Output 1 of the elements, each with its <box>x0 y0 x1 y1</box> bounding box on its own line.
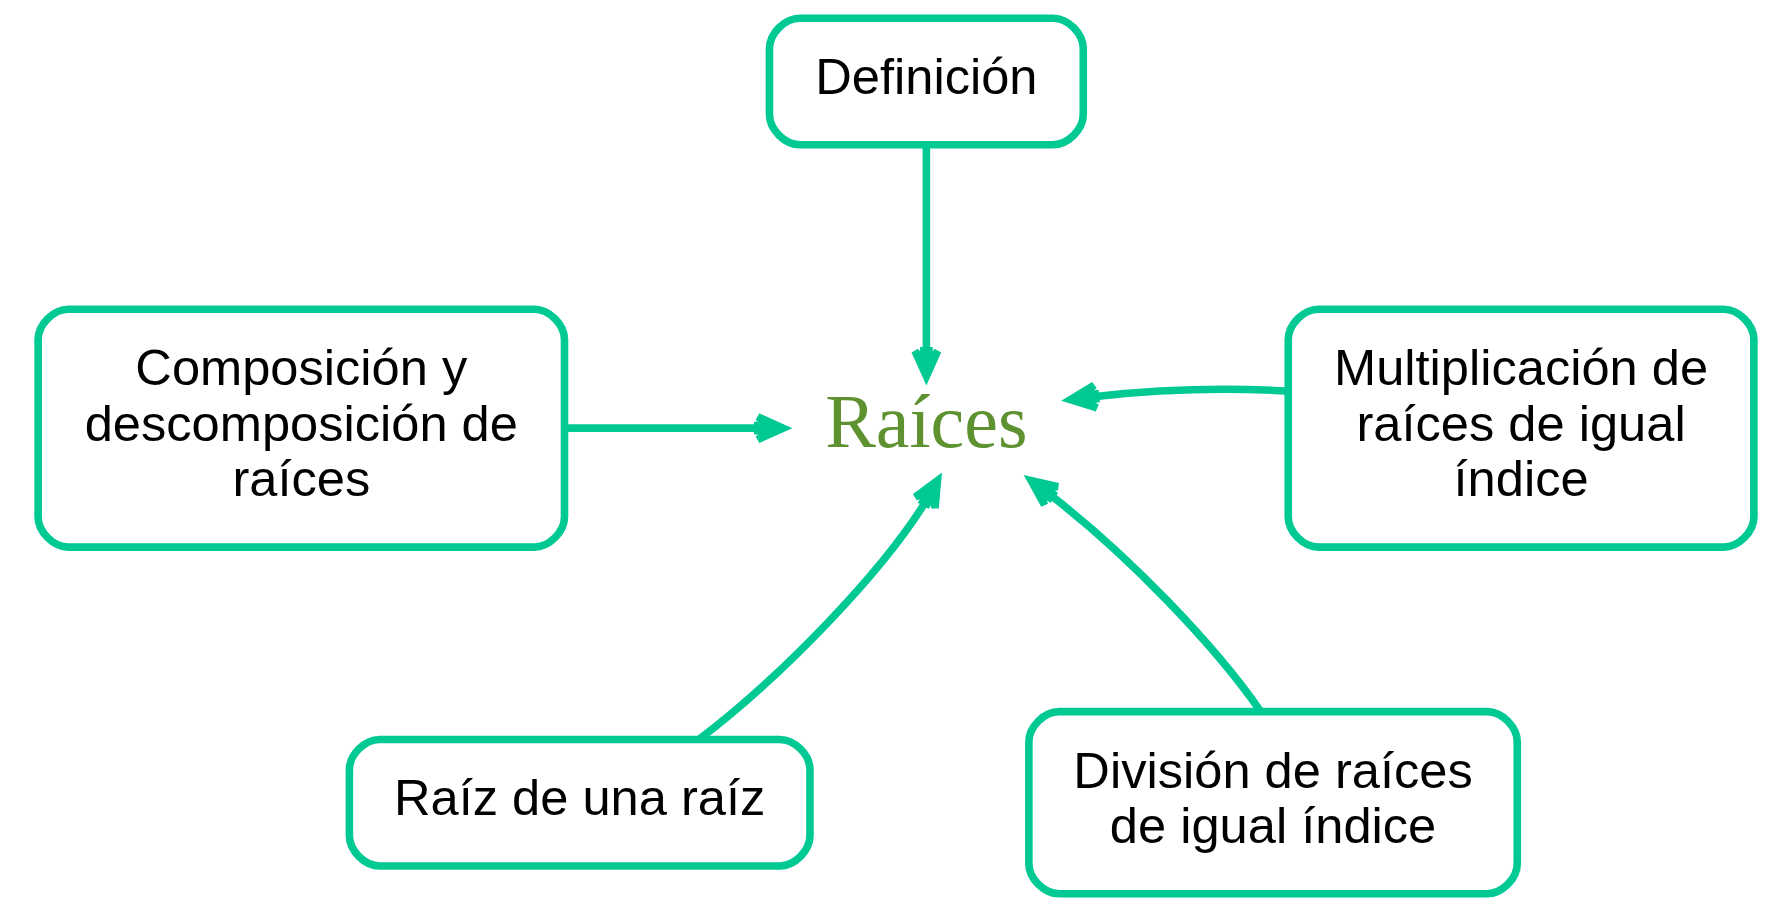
node-text: Raíces <box>824 379 1028 464</box>
